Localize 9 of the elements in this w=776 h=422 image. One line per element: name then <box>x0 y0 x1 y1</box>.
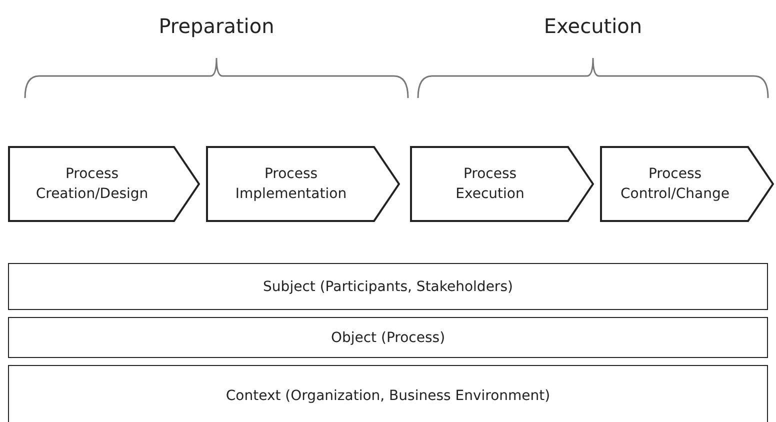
step-label: Process Control/Change <box>620 165 730 204</box>
step-label: Process Execution <box>454 165 526 204</box>
layer-band: Object (Process) <box>8 317 768 358</box>
phase-heading: Preparation <box>158 14 274 38</box>
step-label: Process Creation/Design <box>34 165 150 204</box>
phase-heading: Execution <box>544 14 642 38</box>
layer-band: Subject (Participants, Stakeholders) <box>8 263 768 310</box>
step-label: Process Implementation <box>234 165 348 204</box>
layer-band: Context (Organization, Business Environment) <box>8 365 768 422</box>
